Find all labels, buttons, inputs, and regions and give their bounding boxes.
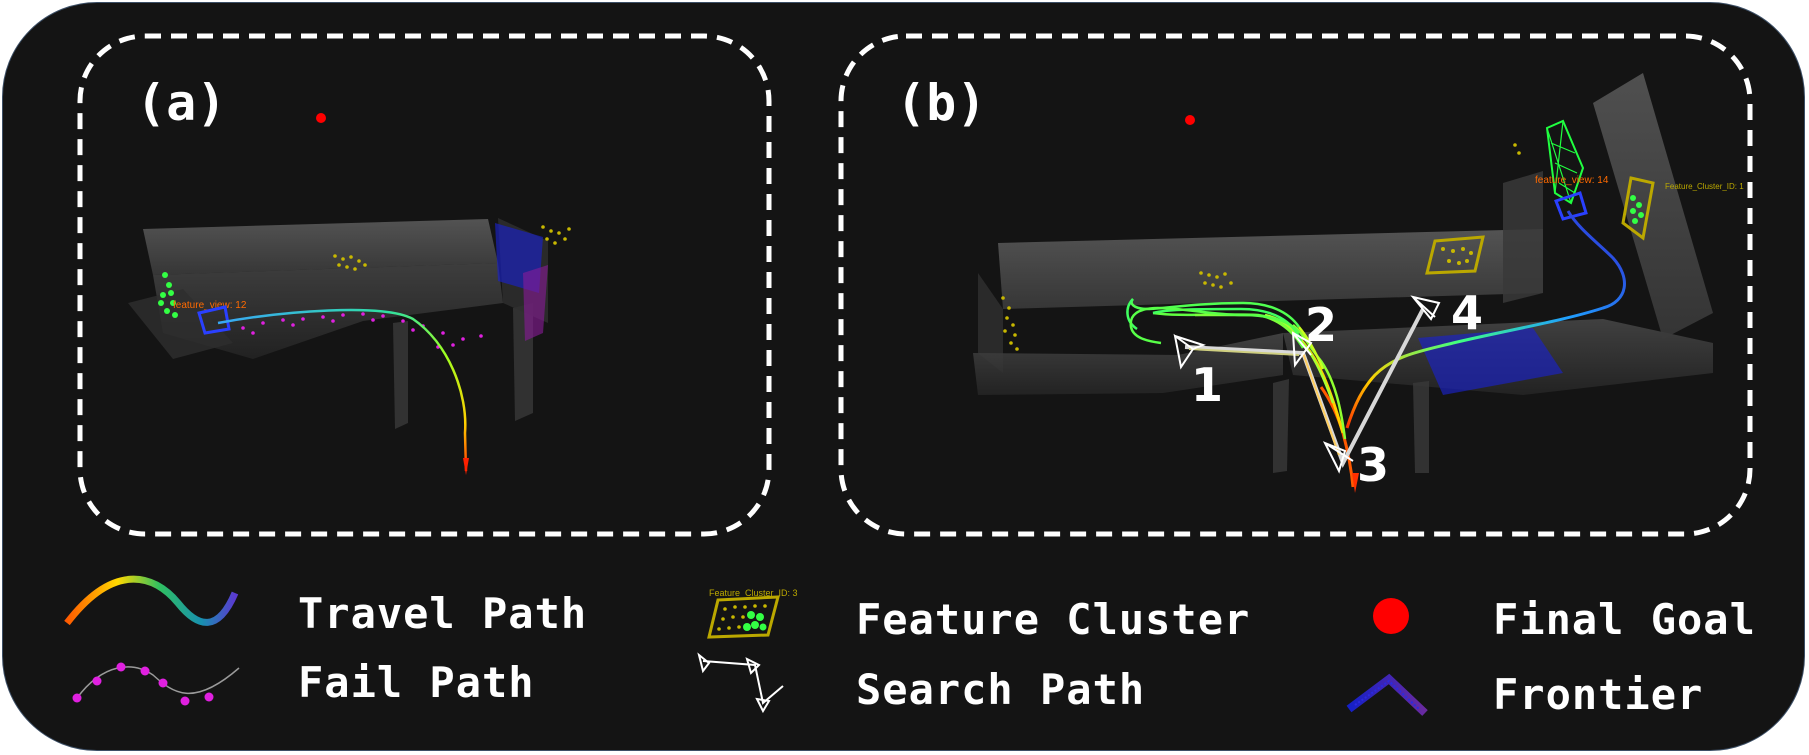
legend-label-fail-path: Fail Path: [298, 658, 535, 707]
feature-cluster-points-b-1: [1441, 247, 1473, 265]
feature-cluster-box-b-2: [1621, 176, 1655, 241]
legend: Feature_Cluster_ID: 3: [64, 575, 1428, 716]
legend-label-final-goal: Final Goal: [1493, 595, 1756, 644]
feature-cluster-icon-text: Feature_Cluster_ID: 3: [709, 588, 798, 598]
final-goal-marker-a: [316, 113, 326, 123]
panel-a-label: (a): [136, 74, 226, 132]
legend-label-travel-path: Travel Path: [298, 589, 588, 638]
magenta-dotted-wave-icon: [72, 662, 240, 706]
yellow-clusters-b: [1001, 143, 1521, 351]
waypoint-label-2: 2: [1305, 298, 1337, 352]
point-cloud-walls-b: [973, 73, 1713, 473]
waypoint-label-1: 1: [1191, 358, 1223, 412]
feature-view-annotation-a: feature_view: 12: [173, 300, 247, 311]
panel-b-label: (b): [896, 74, 986, 132]
figure-canvas: (a) feature_view: 12 (b): [64, 33, 1753, 716]
feature-points-a: [158, 272, 178, 318]
red-dot-icon: [1373, 598, 1409, 634]
fov-frustum-b: [1545, 119, 1585, 205]
panel-a: (a) feature_view: 12: [77, 33, 772, 537]
blue-frontier-icon: [1346, 673, 1428, 716]
panel-a-border: [77, 33, 772, 537]
feature-cluster-annotation-b: Feature_Cluster_ID: 1: [1665, 182, 1744, 191]
travel-path-a: [217, 308, 468, 472]
frontier-marker-a: [197, 305, 231, 335]
feature-points-b: [1630, 195, 1644, 224]
white-camera-path-icon: [697, 652, 784, 714]
legend-label-search-path: Search Path: [856, 665, 1146, 714]
point-cloud-walls-a: [128, 218, 548, 429]
feature-cluster-box-icon: Feature_Cluster_ID: 3: [707, 588, 798, 639]
panel-b: (b) Feature_Cluster_ID: 1 feature_view: …: [838, 33, 1753, 537]
legend-label-feature-cluster: Feature Cluster: [856, 595, 1251, 644]
waypoint-label-4: 4: [1451, 286, 1483, 340]
search-camera-frustums: [1173, 295, 1441, 474]
final-goal-marker-b: [1185, 115, 1195, 125]
rainbow-wave-icon: [64, 575, 239, 626]
legend-label-frontier: Frontier: [1493, 670, 1704, 719]
yellow-clusters-a: [333, 225, 571, 271]
travel-path-b-upper: [1345, 210, 1626, 429]
feature-view-annotation-b: feature_view: 14: [1535, 175, 1609, 186]
feature-cluster-box-b-1: [1425, 235, 1485, 275]
waypoint-label-3: 3: [1357, 438, 1389, 492]
frontier-marker-b: [1554, 191, 1588, 221]
travel-path-a-start: [463, 458, 469, 475]
travel-path-b-start: [1319, 386, 1355, 488]
